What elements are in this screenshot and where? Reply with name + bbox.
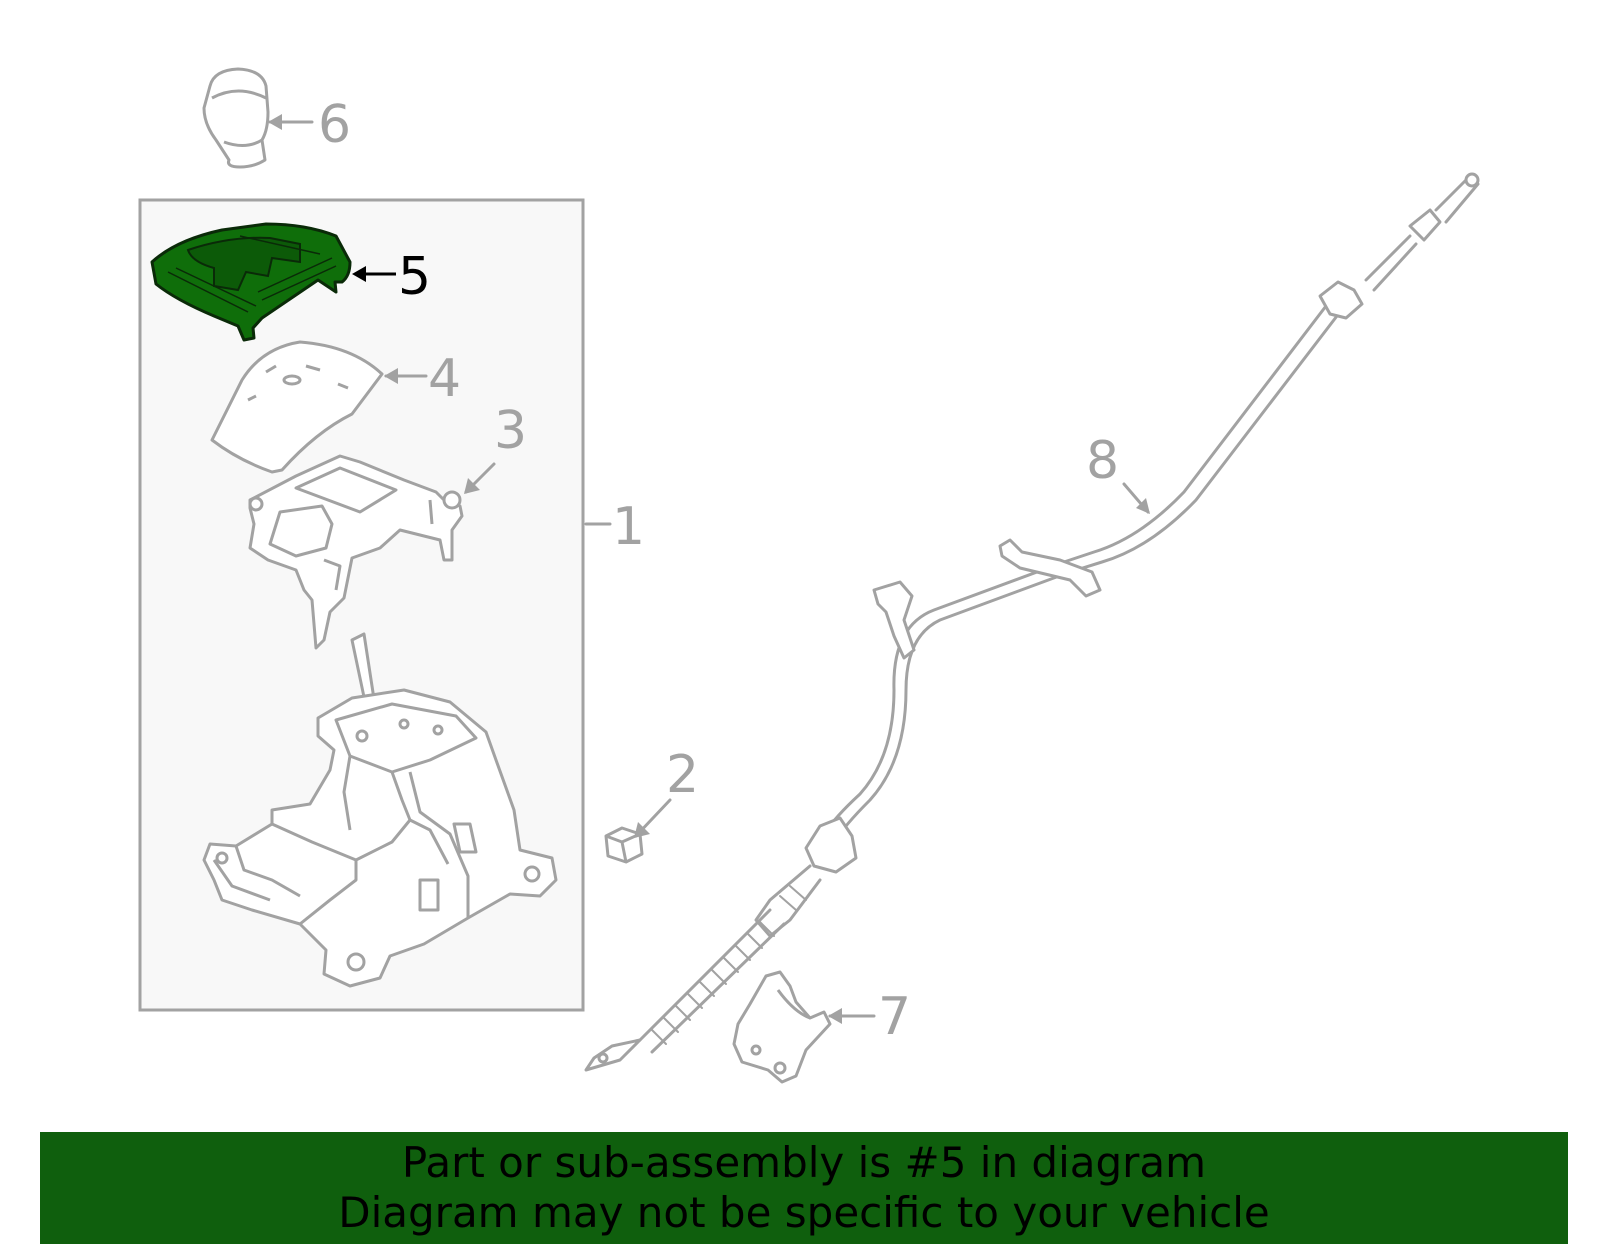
part-4-seal[interactable]: [210, 340, 384, 474]
callout-3: 3: [494, 401, 527, 461]
leader-arrowheads: [268, 114, 1150, 1024]
callout-8: 8: [1086, 431, 1119, 491]
info-banner: Part or sub-assembly is #5 in diagram Di…: [40, 1132, 1568, 1244]
part-2-nut[interactable]: [604, 826, 644, 864]
banner-line-2: Diagram may not be specific to your vehi…: [338, 1188, 1270, 1237]
callout-2: 2: [666, 745, 699, 805]
part-6-shift-knob[interactable]: [202, 67, 270, 169]
callout-5: 5: [398, 247, 431, 307]
part-5-bezel-highlighted[interactable]: [150, 222, 352, 342]
banner-line-1: Part or sub-assembly is #5 in diagram: [401, 1138, 1207, 1187]
callout-7: 7: [878, 987, 911, 1047]
callout-6: 6: [318, 95, 351, 155]
callout-4: 4: [428, 349, 461, 409]
callout-1: 1: [612, 497, 645, 557]
part-3-housing[interactable]: [248, 454, 464, 650]
part-8-shift-cable[interactable]: [584, 172, 1480, 1072]
part-1-shifter-base[interactable]: [202, 632, 558, 988]
leader-line-5: [352, 266, 396, 282]
part-7-bracket[interactable]: [732, 970, 832, 1084]
